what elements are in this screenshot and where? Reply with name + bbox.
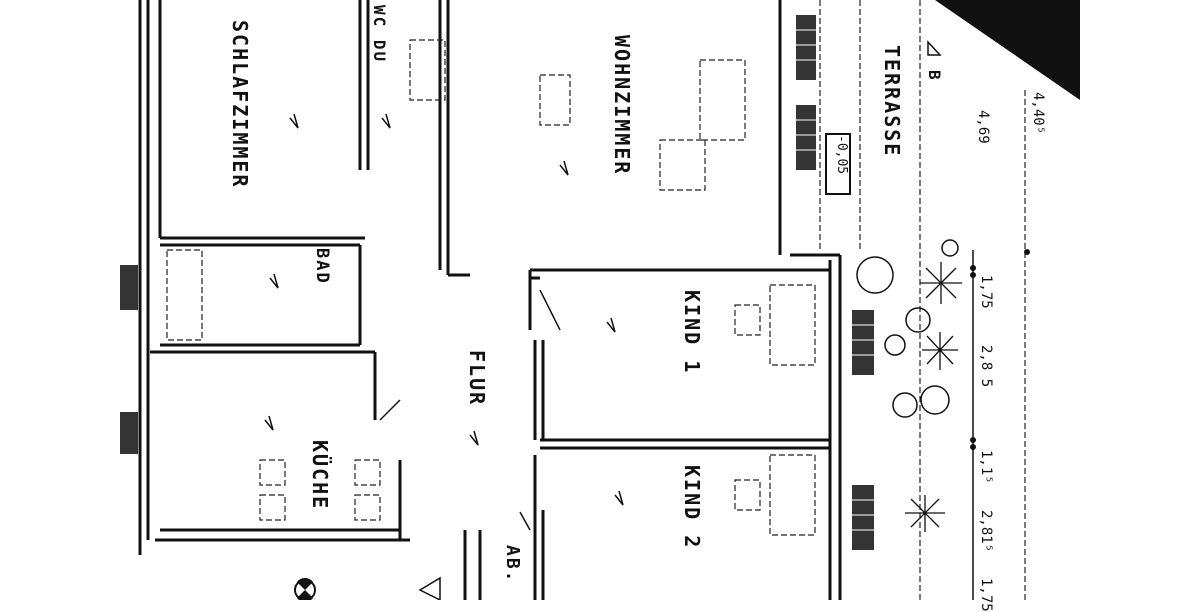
room-label-ab: AB. (502, 545, 523, 584)
dimension-2815: 2,81⁵ (978, 510, 994, 553)
scan-corner (935, 0, 1080, 100)
room-label-wc-du: WC DU (370, 5, 389, 64)
room-label-kind2: KIND 2 (680, 465, 704, 550)
dimension-285: 2,8 5 (978, 345, 994, 388)
dimension-469: 4,69 (975, 110, 991, 144)
section-marker-b: B (925, 70, 944, 82)
level-marker: -0,05 (825, 133, 851, 195)
room-label-terrasse: TERRASSE (880, 45, 904, 158)
room-label-wohnzimmer: WOHNZIMMER (610, 35, 634, 176)
room-label-kind1: KIND 1 (680, 290, 704, 375)
room-label-bad: BAD (312, 248, 332, 285)
dimension-175-b: 1,75 (978, 578, 994, 612)
room-label-flur: FLUR (465, 350, 489, 407)
room-label-kueche: KÜCHE (308, 440, 332, 511)
dimension-4405: 4,40⁵ (1030, 92, 1046, 135)
dimension-115: 1,1⁵ (978, 450, 994, 484)
dimension-175-a: 1,75 (978, 275, 994, 309)
room-label-schlafzimmer: SCHLAFZIMMER (228, 20, 252, 189)
